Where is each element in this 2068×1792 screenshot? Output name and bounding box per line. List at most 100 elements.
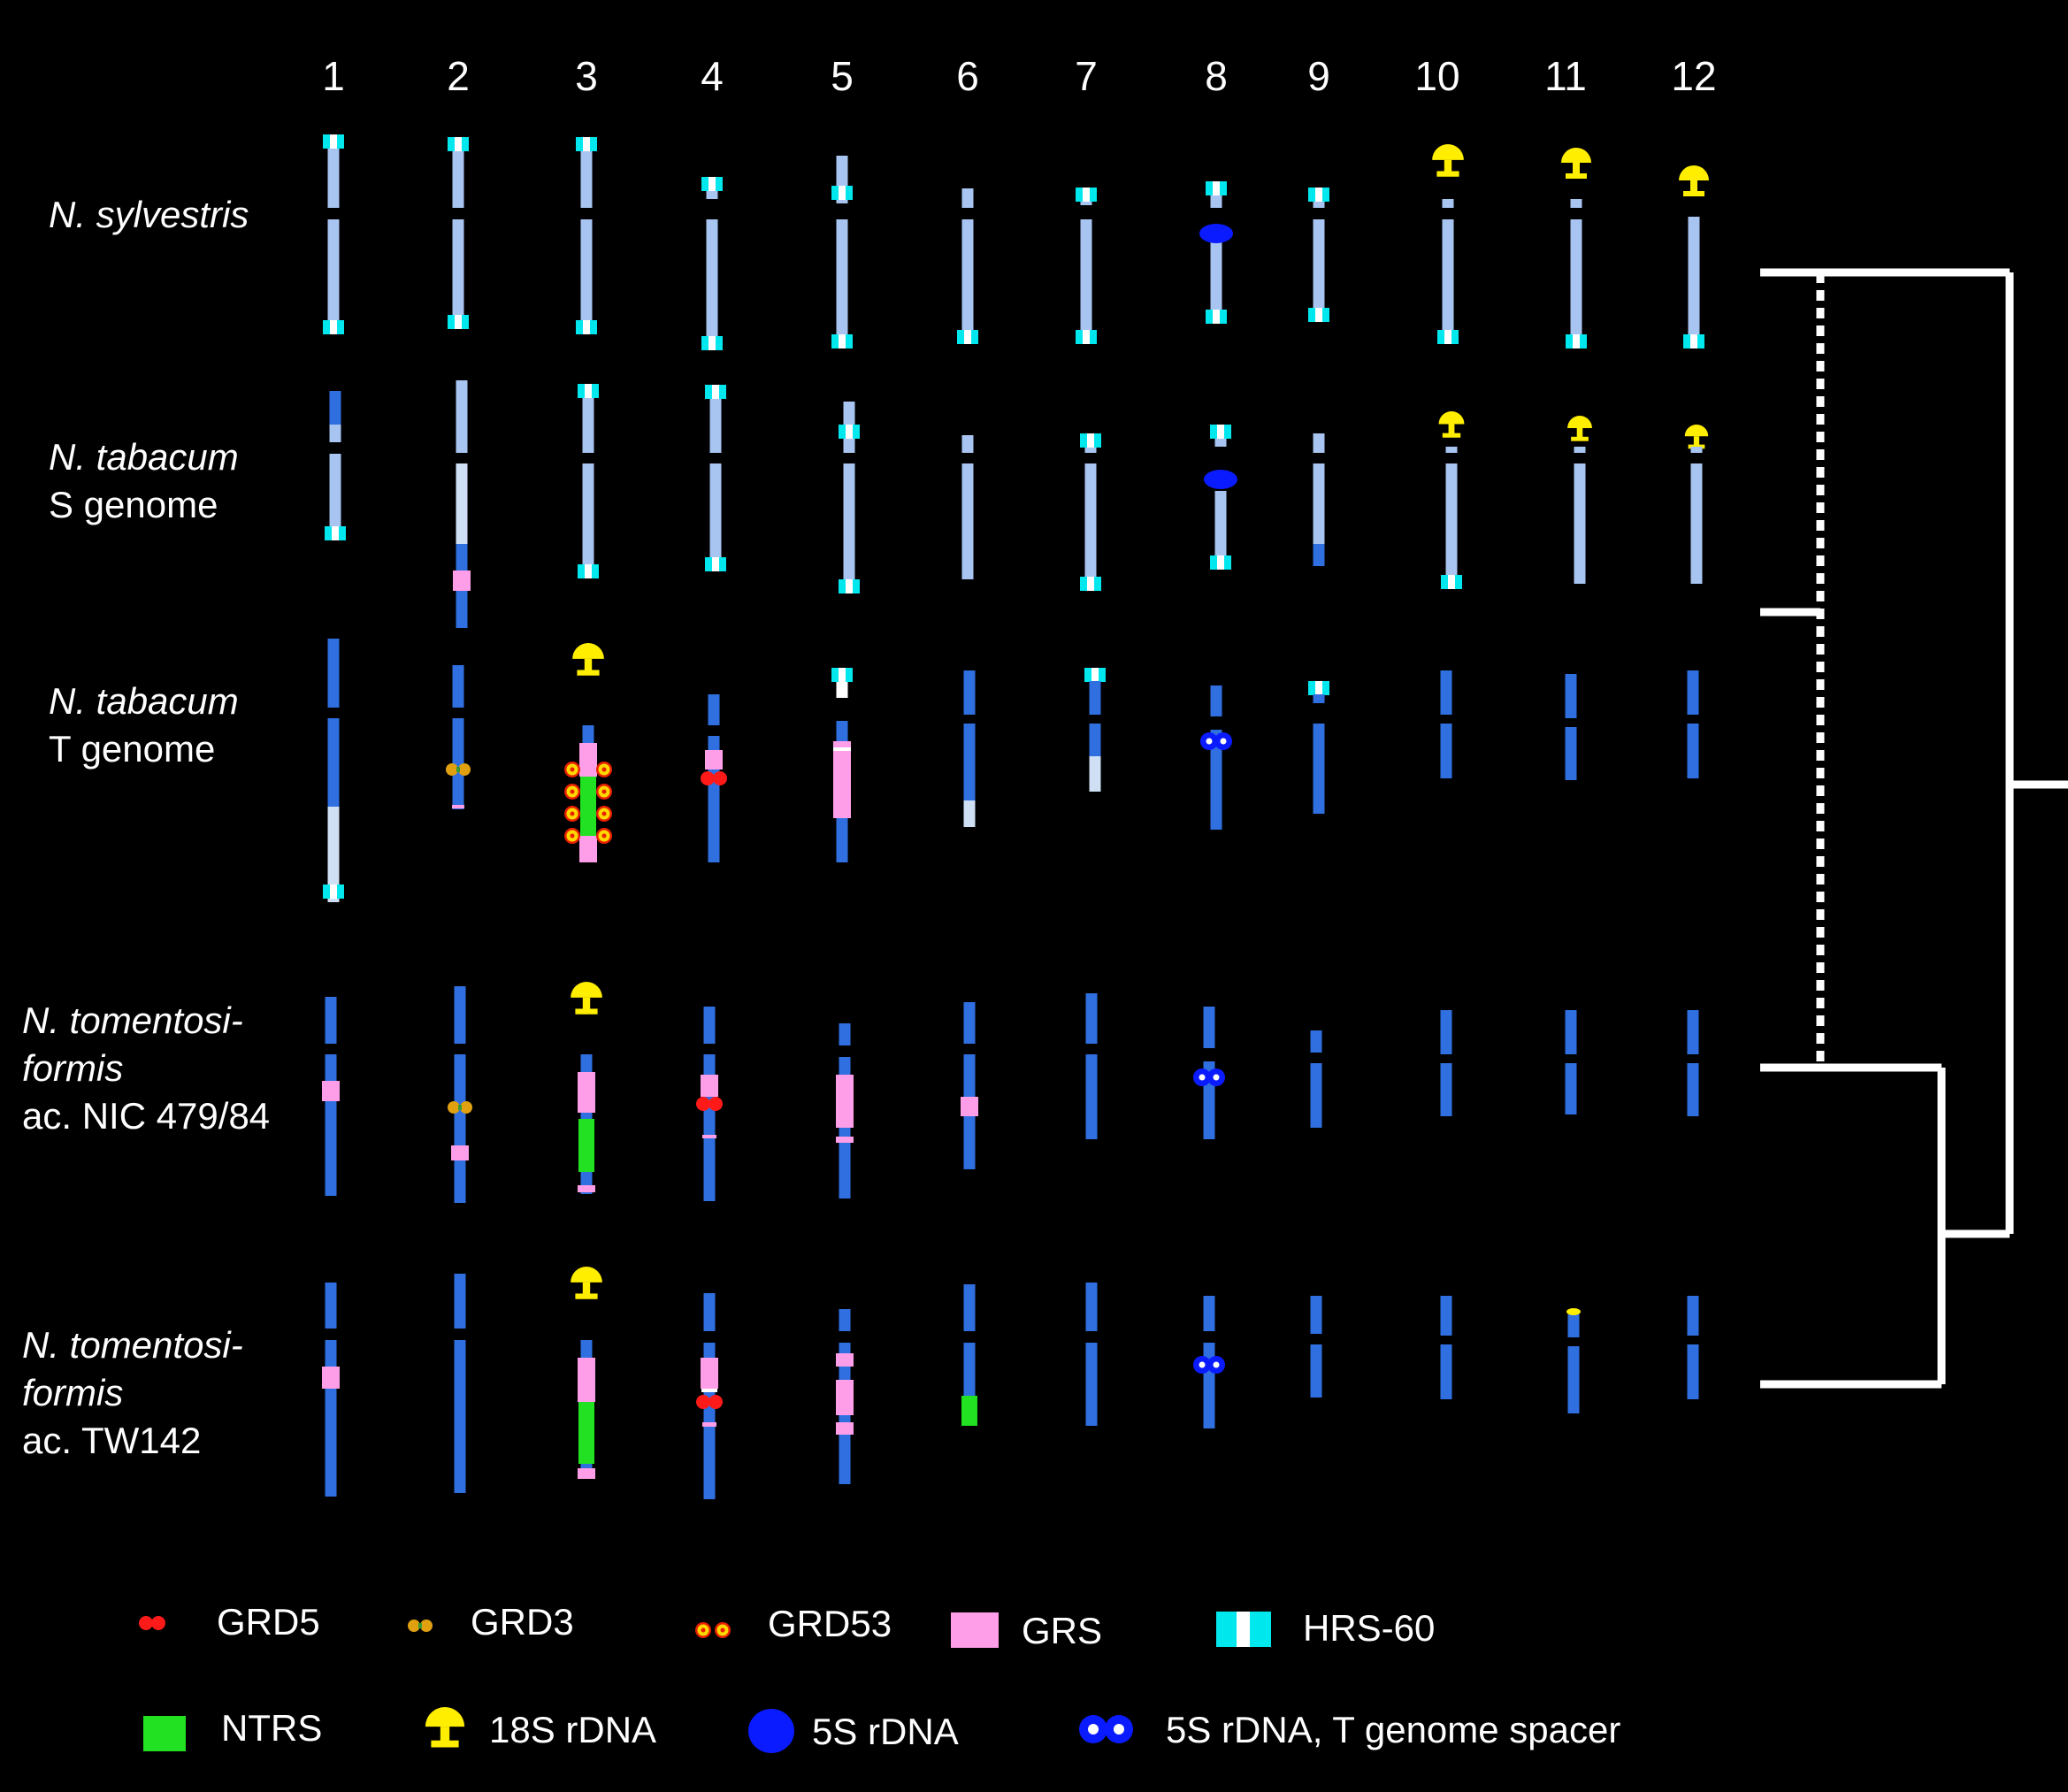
chromosome-tomentosiformis-tw142-4 [696,1293,723,1499]
grd53-signal-core [601,811,607,816]
chromosome-tabacum-t-2 [446,665,471,809]
rdna-5s-t-dot [1220,738,1227,745]
grd53-signal-core [570,833,575,839]
chromosome-arm [1688,217,1700,336]
chromosome-tomentosiformis-nic-12 [1687,1010,1699,1116]
legend-swatch-rdna5s [748,1709,794,1753]
hrs60-signal-core [1213,181,1220,195]
chromosome-tabacum-s-6 [961,435,974,579]
grd3-signal [458,763,471,776]
hrs60-signal-core [964,330,971,344]
hrs60-signal-core [1315,681,1322,695]
grd53-signal-core [601,789,607,794]
rdna-5s-signal [1199,224,1233,243]
grs-signal [578,1468,595,1479]
grs-signal [322,1367,340,1389]
chromosome-tabacum-s-9 [1313,433,1325,566]
rdna-5s-t-dot [1213,1074,1220,1081]
rdna-5s-signal [1204,470,1237,489]
chromosome-arm [706,219,718,347]
grs-signal [702,1422,716,1427]
taxon-label-n-tabacum-t: N. tabacum T genome [49,678,239,773]
chromosome-arm [1310,1296,1322,1334]
grd5-signal [151,1616,165,1630]
chromosome-tomentosiformis-tw142-12 [1687,1296,1699,1399]
grd3-signal [408,1620,420,1632]
chromosome-arm [329,454,341,540]
chromosome-arm [709,387,722,453]
grd5-signal [708,1395,723,1409]
legend-label-grd3: GRD3 [471,1601,574,1643]
chromosome-arm [454,1054,466,1203]
grs-band-gap [833,747,851,751]
chromosome-sylvestris-10 [1432,144,1464,344]
grd53-signal-core [601,767,607,772]
grs-signal [836,1353,854,1367]
chromosome-arm [1565,727,1577,780]
chromosome-arm [1310,1063,1322,1128]
chromosome-tomentosiformis-tw142-9 [1310,1296,1322,1398]
chromosome-arm [1085,1283,1098,1331]
grd5-signal [139,1616,153,1630]
chromosome-arm [325,1340,337,1497]
taxon-name-line2: formis [22,1047,124,1089]
chromosome-tabacum-s-4 [705,385,726,571]
chromosome-arm [1687,1063,1699,1116]
rdna-5s-t-dot [1213,1361,1220,1368]
chromosome-tabacum-t-12 [1687,670,1699,778]
rdna-18s-base [1442,433,1461,438]
hrs60-signal-core [330,320,337,334]
legend-label-grd5: GRD5 [217,1601,320,1643]
taxon-label-n-tomentosiformis-tw142: N. tomentosi- formis ac. TW142 [22,1321,243,1465]
hrs60-signal-core [1573,334,1580,348]
chromosome-arm [1570,219,1582,338]
chromosome-sylvestris-3 [576,137,597,334]
chromosome-arm [1567,1346,1580,1413]
chromosome-tabacum-t-1 [323,639,344,902]
chromosome-sylvestris-5 [831,156,853,348]
chromosome-arm [1687,1010,1699,1054]
grd3-center [456,767,460,772]
rdna-18s-signal [1679,165,1709,180]
grd5-signal [701,771,715,785]
chromosome-number-5: 5 [831,53,854,99]
chromosome-sylvestris-8 [1199,181,1233,324]
taxon-accession: ac. NIC 479/84 [22,1095,271,1137]
grd53-signal-core [701,1627,706,1633]
hrs60-signal-core [585,564,592,578]
chromosome-arm [1203,1007,1215,1048]
chromosome-arm [580,219,593,327]
hrs60-signal-core [585,384,592,398]
rdna-18s-signal [572,643,604,659]
chromosome-sylvestris-1 [323,134,344,334]
chromosome-arm [1687,724,1699,778]
chromosome-arm [1445,447,1458,453]
taxon-name: N. tabacum [49,436,239,478]
grd53-signal-core [570,789,575,794]
chromosome-arm [1565,674,1577,718]
chromosome-tomentosiformis-tw142-10 [1440,1296,1452,1399]
chromosome-arm [961,435,974,453]
chromosome-tabacum-t-3 [564,643,612,862]
chromosome-arm [1442,199,1454,208]
chromosome-arm [1565,1063,1577,1114]
chromosome-arm [327,134,340,208]
legend-swatch-grs [951,1612,999,1648]
chromosome-tabacum-t-7 [1084,668,1106,792]
grd3-signal [460,1101,472,1114]
chromosome-number-7: 7 [1075,53,1098,99]
chromosome-number-9: 9 [1307,53,1330,99]
chromosome-tomentosiformis-nic-7 [1085,993,1098,1139]
chromosome-number-10: 10 [1414,53,1459,99]
chromosome-tomentosiformis-tw142-1 [322,1283,340,1497]
chromosome-tomentosiformis-nic-5 [836,1023,854,1198]
hrs60-signal-core [1091,668,1099,682]
hrs60-signal-core [1083,188,1090,202]
legend-label-grs: GRS [1022,1610,1102,1651]
hrs60-signal-core [1315,188,1322,202]
rdna-18s-base [1436,171,1459,177]
rdna-18s-signal [1561,148,1591,163]
chromosome-arm [839,1309,851,1331]
chromosome-number-1: 1 [322,53,345,99]
